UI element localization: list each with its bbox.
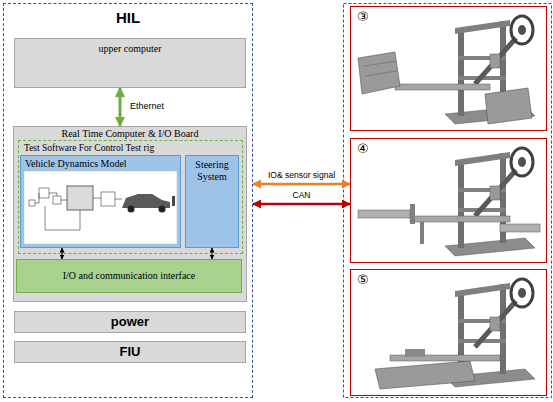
- model-screenshot: [45, 206, 80, 230]
- model-screenshot: [39, 188, 49, 198]
- connector-arrow: [253, 183, 350, 186]
- rig-illustration: [358, 148, 540, 256]
- hil-frame: upper computerVehicle Dynamics Model Stee…: [3, 3, 253, 398]
- model-screenshot: [128, 206, 135, 213]
- model-screenshot: [29, 200, 35, 206]
- rig-illustration: [420, 222, 424, 244]
- rig-illustration: [358, 52, 400, 94]
- model-screenshot: [172, 196, 175, 206]
- power-box: power: [14, 311, 246, 333]
- node-text: power: [111, 315, 149, 330]
- rig-illustration: [365, 71, 397, 76]
- model-screenshot: [35, 193, 39, 203]
- node-text: ⑤: [357, 273, 369, 288]
- rig-illustration: [358, 16, 535, 124]
- rig-illustration: [395, 84, 490, 90]
- rig-illustration: [410, 204, 415, 224]
- node-fills: [13, 38, 247, 363]
- rig-illustration: [485, 88, 532, 124]
- model-screenshot: [93, 198, 101, 199]
- node-fill: [20, 155, 181, 248]
- rig-region: [344, 4, 552, 398]
- computer-box: upper computer: [14, 38, 246, 88]
- rig-illustration: [405, 349, 425, 357]
- rig-panel: ④: [350, 138, 547, 263]
- node-text: Vehicle Dynamics Model: [25, 158, 127, 170]
- node-text: HIL: [116, 9, 140, 26]
- node-text: Steering System: [188, 159, 236, 182]
- edge-label: IO& sensor signal: [266, 171, 337, 180]
- node-text: upper computer: [98, 43, 161, 55]
- node-fill: [16, 259, 242, 293]
- node-fill: [14, 38, 246, 88]
- model-screenshot: [53, 196, 61, 204]
- rig-panel: ⑤: [350, 269, 547, 396]
- node-fill: [14, 311, 246, 333]
- interface-box: I/O and communication interface: [16, 259, 242, 293]
- node-text: ④: [357, 142, 369, 157]
- model-box: Vehicle Dynamics Model: [20, 155, 181, 248]
- model-screenshot: [67, 186, 93, 210]
- computer-box: Vehicle Dynamics Model Steering System Tes…: [13, 126, 247, 302]
- node-fill: [13, 126, 247, 302]
- rig-panel: ③: [350, 6, 547, 131]
- node-fill: [185, 155, 239, 248]
- model-screenshot: [24, 171, 177, 244]
- steering-box: Steering System: [185, 155, 239, 248]
- rig-illustration: [364, 61, 396, 66]
- rig-illustration: [410, 216, 510, 222]
- rig-illustration: [375, 361, 475, 389]
- connector-arrow: [119, 88, 122, 126]
- model-screenshot: [101, 192, 115, 206]
- node-fill: [14, 341, 246, 363]
- node-text: Real Time Computer & I/O Board: [62, 128, 199, 140]
- node-text: I/O and communication interface: [63, 270, 195, 282]
- rig-illustration: [500, 224, 540, 232]
- rig-illustration: [358, 210, 410, 218]
- node-text: FIU: [120, 345, 141, 360]
- edge-label: CAN: [291, 191, 313, 200]
- model-screenshot: [49, 193, 57, 196]
- rig-illustration: [375, 279, 535, 389]
- connector-arrow: [253, 203, 350, 206]
- model-screenshot: [61, 200, 67, 201]
- model-screenshot: [24, 171, 177, 244]
- node-text: ③: [357, 10, 369, 25]
- node-text: Test Software For Control Test rig: [24, 143, 154, 154]
- software-frame: Vehicle Dynamics Model Steering System Tes…: [18, 140, 243, 254]
- rig-illustration: [445, 148, 535, 256]
- model-screenshot: [115, 199, 122, 200]
- fiu-box: FIU: [14, 341, 246, 363]
- model-screenshot: [159, 206, 166, 213]
- edge-label: Ethernet: [128, 102, 166, 112]
- rig-illustration: [445, 16, 535, 124]
